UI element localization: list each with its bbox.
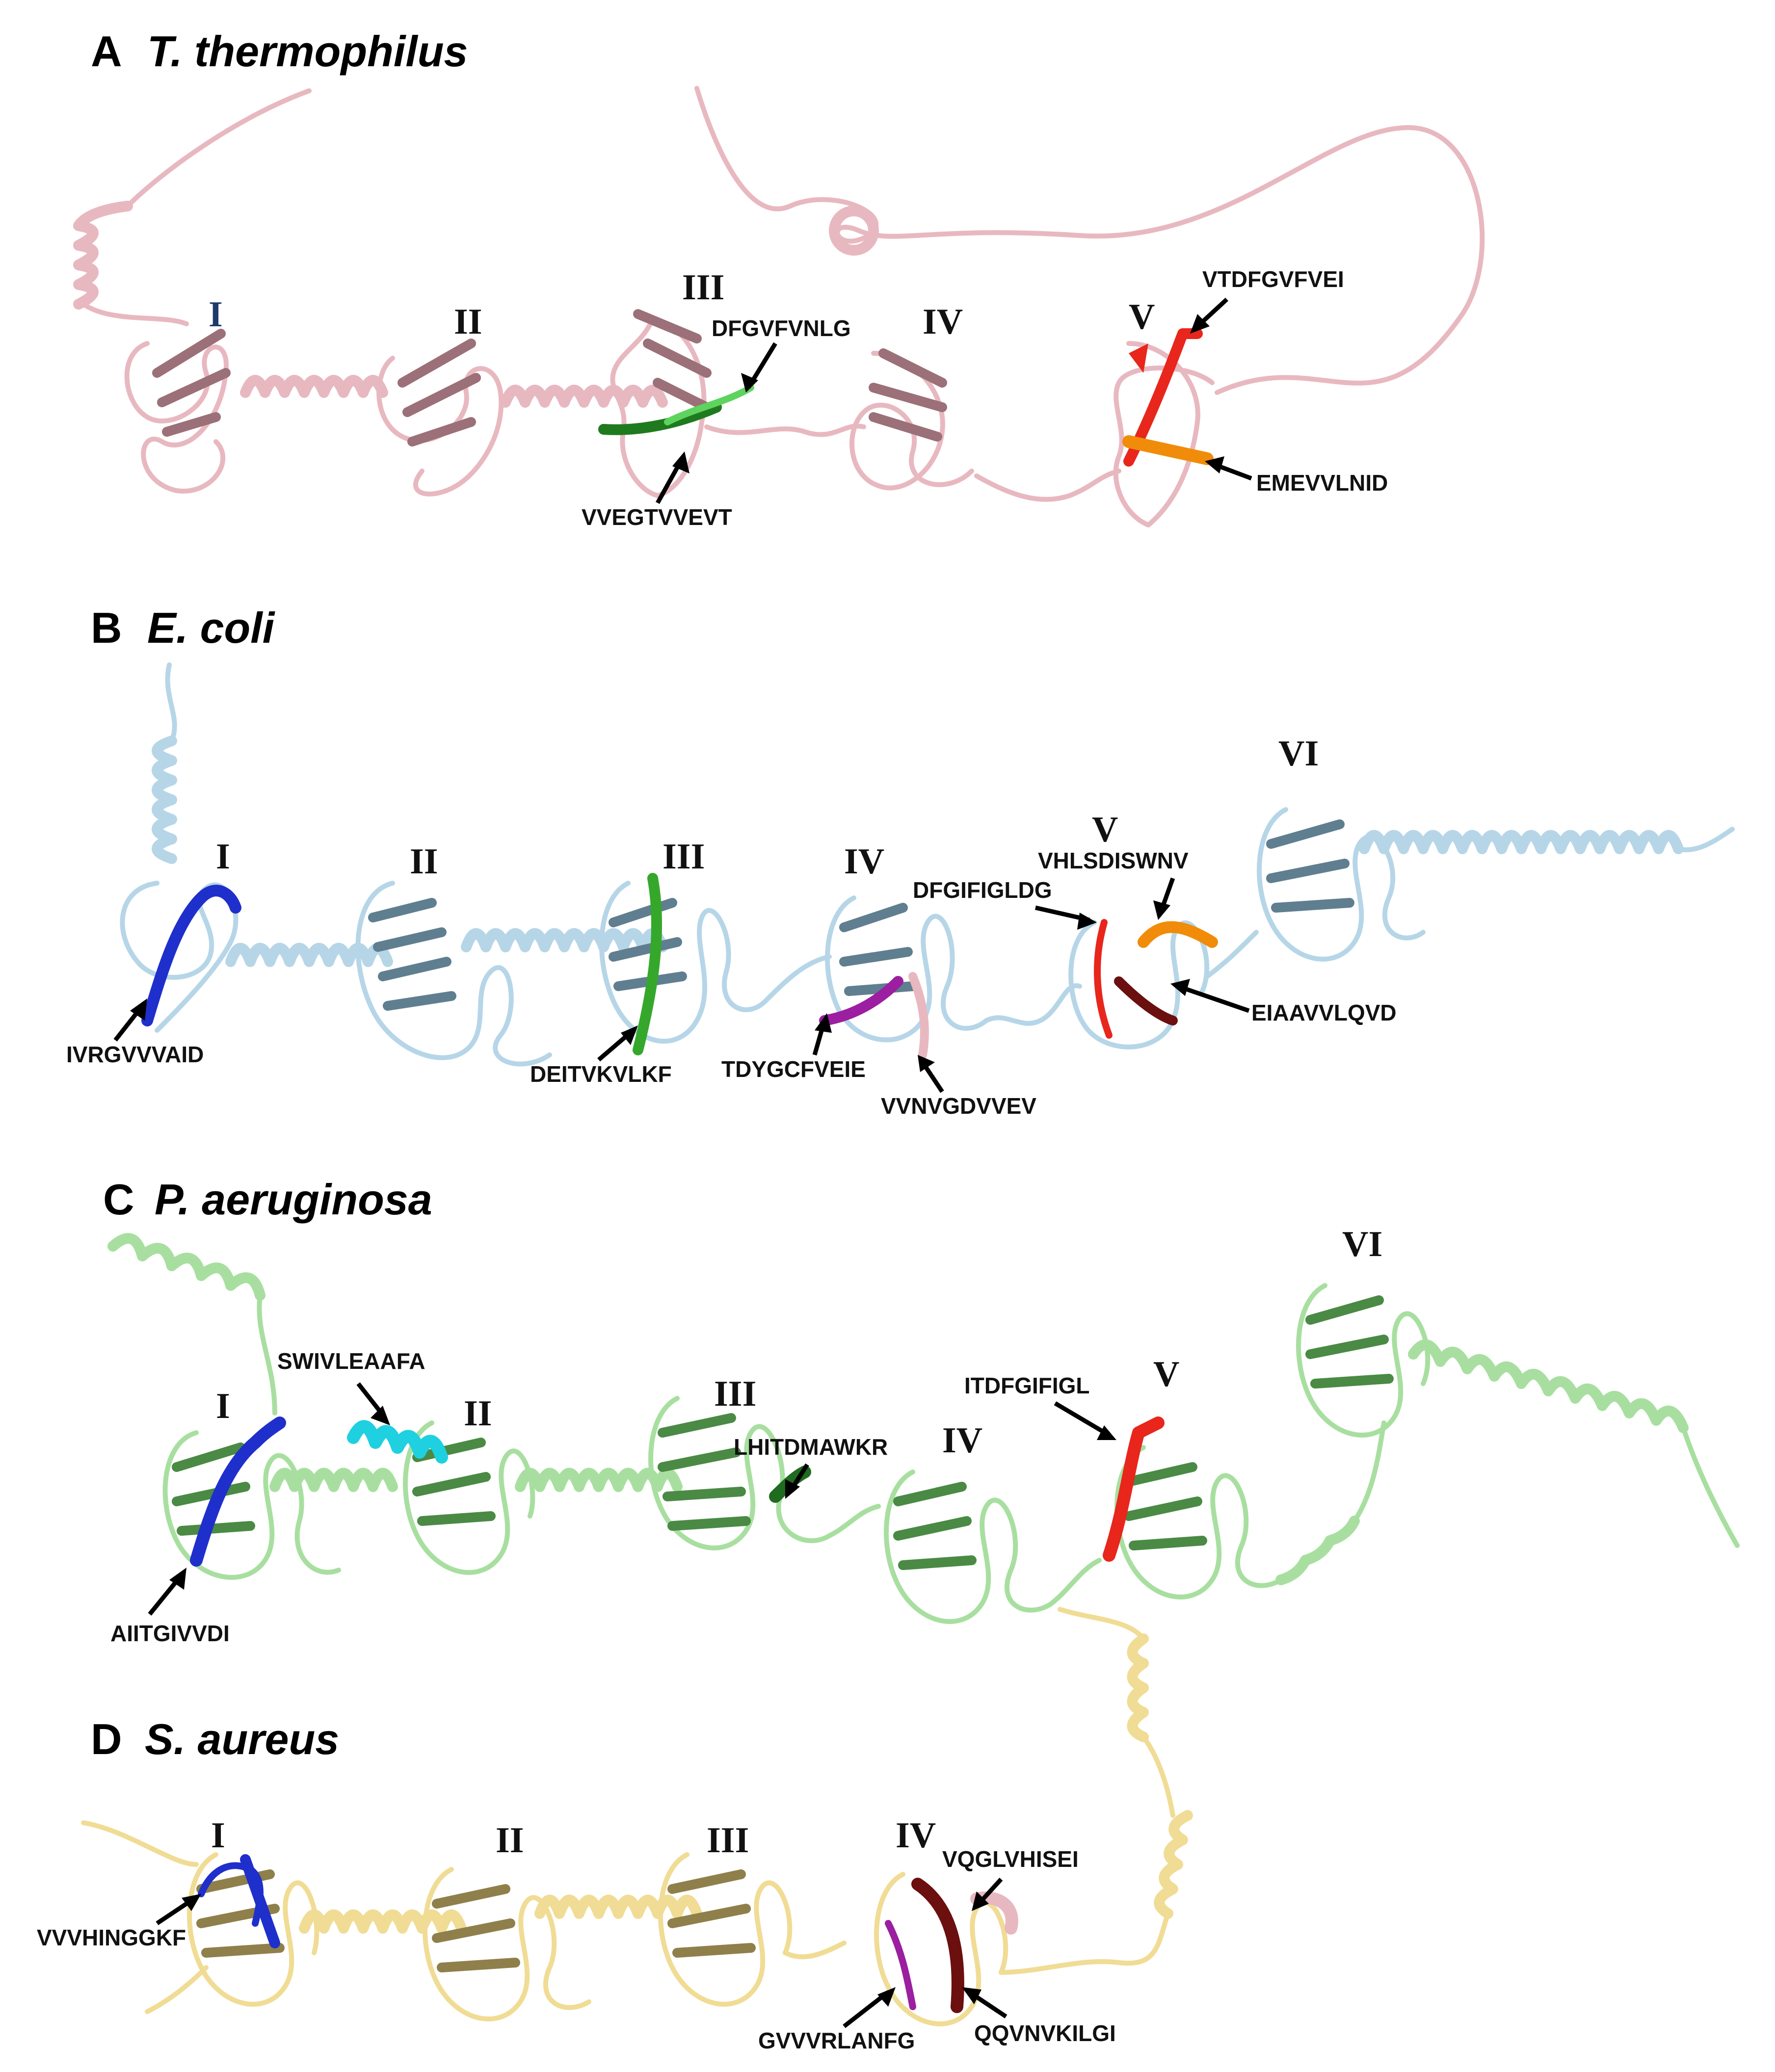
panel-c-seq-lhitdmawkr: LHITDMAWKR bbox=[734, 1434, 888, 1460]
panel-b-arrowhead-vvnvgdvvev bbox=[918, 1055, 935, 1072]
panel-a-domain-5: V bbox=[1129, 297, 1155, 337]
panel-c-letter: C bbox=[103, 1175, 134, 1224]
panel-c-species: P. aeruginosa bbox=[155, 1175, 432, 1224]
panel-c-seg-aiitgivvdi bbox=[190, 1416, 286, 1567]
panel-d-backbone bbox=[81, 1607, 1193, 2026]
panel-b-domain-2: II bbox=[410, 841, 438, 882]
panel-b-seq-deitvkvlkf: DEITVKVLKF bbox=[530, 1061, 672, 1087]
panel-c-arrowhead-swivleaafa bbox=[371, 1406, 390, 1425]
panel-c-domain-5: V bbox=[1153, 1354, 1179, 1394]
panel-b-arrowhead-ivrgvvvaid bbox=[130, 998, 147, 1021]
panel-a-domain-2: II bbox=[454, 302, 482, 342]
panel-b-seq-eiaavvlqvd: EIAAVVLQVD bbox=[1251, 1000, 1397, 1025]
panel-c-seq-aiitgivvdi: AIITGIVVDI bbox=[110, 1621, 230, 1646]
panel-a: A T. thermophilus bbox=[73, 27, 1485, 530]
panel-b-seq-vvnvgdvvev: VVNVGDVVEV bbox=[881, 1093, 1036, 1119]
panel-d-domain-4: IV bbox=[896, 1815, 936, 1856]
panel-d-species: S. aureus bbox=[145, 1715, 339, 1763]
panel-b-seg-eiaavvlqvd bbox=[1114, 976, 1178, 1025]
panel-b-arrow-eiaavvlqvd bbox=[1177, 984, 1250, 1013]
panel-c-seq-itdfgifigl: ITDFGIFIGL bbox=[964, 1373, 1090, 1398]
panel-b-domain-6: VI bbox=[1278, 734, 1319, 774]
panel-b-domain-1: I bbox=[216, 837, 230, 877]
panel-b-domain-3: III bbox=[662, 837, 705, 877]
panel-b-arrowhead-deitvkvlkf bbox=[621, 1025, 638, 1045]
panel-b-seq-dfgifigldg: DFGIFIGLDG bbox=[913, 877, 1052, 903]
panel-a-domain-4: IV bbox=[923, 302, 963, 342]
panel-c: C P. aeruginosa bbox=[103, 1175, 1740, 1646]
panel-b-species: E. coli bbox=[147, 603, 275, 652]
panel-a-arrowhead-vvegtvvevt bbox=[672, 451, 689, 473]
panel-d: D S. aureus bbox=[37, 1607, 1193, 2053]
panel-a-seg-dfgvfvnlg bbox=[664, 384, 754, 425]
panel-d-seq-qqvnvkilgi: QQVNVKILGI bbox=[974, 2020, 1116, 2046]
panel-d-seg-gvvvrlanfg bbox=[885, 1920, 916, 2010]
panel-b-arrowhead-dfgifigldg bbox=[1077, 913, 1097, 930]
panel-d-arrowhead-qqvnvkilgi bbox=[962, 1987, 981, 2004]
panel-a-arrowhead-emevvlnid bbox=[1205, 456, 1224, 473]
panel-a-seq-vtdfgvfvei: VTDFGVFVEI bbox=[1202, 266, 1344, 292]
panel-d-arrowhead-gvvvrlanfg bbox=[877, 1987, 896, 2007]
panel-d-arrowhead-vvvhinggkf bbox=[182, 1894, 201, 1911]
panel-b-seg-vhlsdiswnv bbox=[1138, 921, 1218, 948]
panel-b-domain-5: V bbox=[1092, 810, 1118, 850]
panel-d-seq-vvvhinggkf: VVVHINGGKF bbox=[37, 1925, 186, 1950]
panel-c-seg-itdfgifigl bbox=[1103, 1416, 1165, 1562]
panel-c-domain-6: VI bbox=[1342, 1224, 1382, 1264]
panel-a-seq-dfgvfvnlg: DFGVFVNLG bbox=[712, 315, 851, 341]
panel-c-domain-1: I bbox=[216, 1386, 230, 1426]
panel-c-domain-3: III bbox=[714, 1374, 756, 1414]
panel-c-domain-4: IV bbox=[942, 1420, 982, 1461]
panel-c-domain-2: II bbox=[464, 1393, 492, 1434]
panel-d-domain-3: III bbox=[707, 1820, 749, 1861]
panel-d-arrowhead-vqglvhisei bbox=[972, 1891, 989, 1911]
panel-c-arrowhead-itdfgifigl bbox=[1097, 1425, 1116, 1440]
panel-a-species: T. thermophilus bbox=[147, 27, 468, 76]
panel-a-seq-vvegtvvevt: VVEGTVVEVT bbox=[582, 504, 732, 530]
panel-c-arrowhead-lhitdmawkr bbox=[785, 1479, 800, 1499]
panel-c-arrowhead-aiitgivvdi bbox=[169, 1568, 186, 1590]
panel-b-seg-dfgifigldg bbox=[1094, 919, 1113, 1039]
panel-d-domain-2: II bbox=[496, 1820, 524, 1861]
panel-d-letter: D bbox=[91, 1715, 122, 1763]
panel-b-arrowhead-tdygcfveie bbox=[815, 1013, 832, 1033]
panel-d-seq-vqglvhisei: VQGLVHISEI bbox=[942, 1846, 1079, 1872]
panel-a-seq-emevvlnid: EMEVVLNID bbox=[1256, 470, 1388, 496]
panel-d-seq-gvvvrlanfg: GVVVRLANFG bbox=[758, 2028, 915, 2053]
panel-b-seq-tdygcfveie: TDYGCFVEIE bbox=[721, 1056, 866, 1082]
panel-b-backbone bbox=[120, 662, 1735, 1067]
panel-a-seg-vvegtvvevt bbox=[598, 402, 722, 435]
panel-b: B E. coli bbox=[66, 603, 1735, 1119]
panel-b-seq-ivrgvvvaid: IVRGVVVAID bbox=[66, 1042, 204, 1067]
panel-b-seg-deitvkvlkf bbox=[633, 873, 662, 1055]
panel-c-backbone bbox=[107, 1233, 1740, 1624]
panel-a-domain-3: III bbox=[682, 267, 724, 308]
panel-c-seq-swivleaafa: SWIVLEAAFA bbox=[277, 1348, 425, 1374]
panel-b-arrowhead-eiaavvlqvd bbox=[1170, 979, 1190, 996]
panel-a-backbone bbox=[73, 86, 1485, 527]
panel-d-domain-1: I bbox=[211, 1815, 225, 1856]
panel-c-arrow-itdfgifigl bbox=[1054, 1401, 1111, 1437]
panel-a-letter: A bbox=[91, 27, 122, 76]
panel-d-seg-qqvnvkilgi bbox=[911, 1878, 964, 2013]
panel-a-seg-vtdfgvfvei-head bbox=[1129, 343, 1148, 373]
panel-b-domain-4: IV bbox=[844, 841, 884, 882]
panel-b-arrowhead-vhlsdiswnv bbox=[1153, 900, 1170, 920]
panel-a-arrowhead-dfgvfvnlg bbox=[741, 373, 758, 393]
panel-b-seg-ivrgvvvaid bbox=[141, 885, 241, 1026]
panel-a-arrowhead-vtdfgvfvei bbox=[1190, 314, 1210, 334]
panel-b-seg-vvnvgdvvev bbox=[908, 972, 929, 1059]
panel-b-seg-tdygcfveie bbox=[819, 976, 903, 1026]
panel-b-seq-vhlsdiswnv: VHLSDISWNV bbox=[1038, 848, 1189, 873]
panel-d-seg-vvvhinggkf-strand bbox=[240, 1854, 280, 1948]
panel-a-domain-1: I bbox=[209, 294, 223, 335]
panel-a-seg-emevvlnid bbox=[1122, 435, 1214, 465]
panel-b-letter: B bbox=[91, 603, 122, 652]
panel-c-seg-swivleaafa bbox=[347, 1420, 448, 1464]
